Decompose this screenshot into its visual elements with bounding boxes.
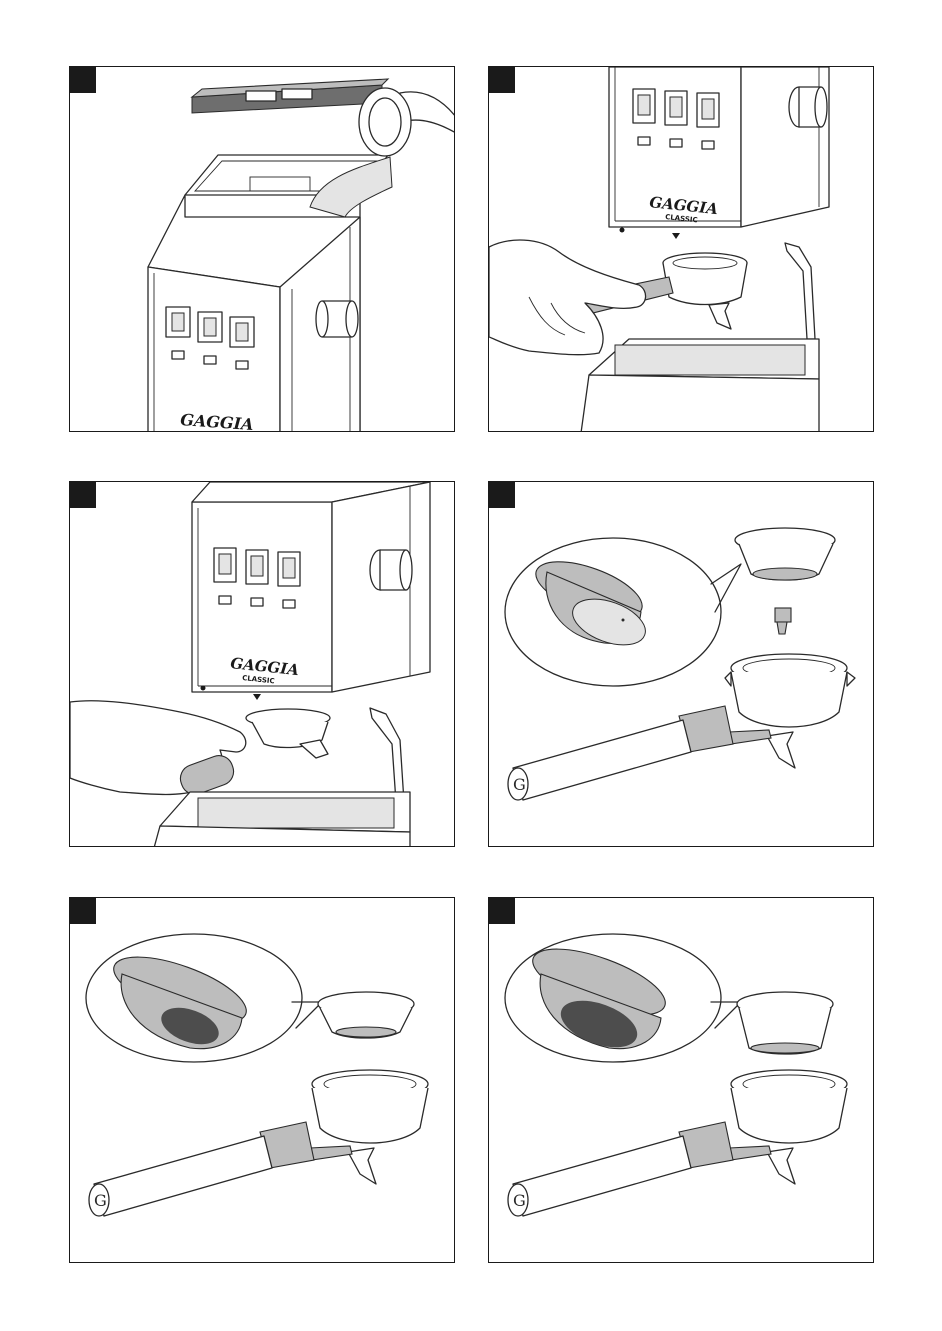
single-cup-filter-basket — [318, 992, 414, 1038]
step-number-badge — [70, 67, 96, 93]
portafilter — [729, 1070, 847, 1184]
pod-filter-assembly-illustration: G — [489, 482, 874, 847]
step-number-badge — [489, 67, 515, 93]
step-panel-6: G — [488, 897, 874, 1263]
double-cup-filter-illustration: G — [489, 898, 874, 1263]
alignment-arrow-icon — [672, 233, 680, 239]
alignment-dot — [620, 228, 625, 233]
step-number-badge — [489, 482, 515, 508]
step-panel-3: GAGGIA CLASSIC — [69, 481, 455, 847]
step-number-badge — [70, 898, 96, 924]
zoom-detail-bubble — [505, 538, 741, 686]
drip-tray — [581, 339, 819, 432]
water-tank-lid — [192, 79, 388, 113]
portafilter-handle-in-background — [359, 88, 455, 156]
svg-text:G: G — [94, 1191, 107, 1210]
hand — [489, 240, 646, 355]
drip-tray — [154, 792, 410, 847]
step-panel-5: G — [69, 897, 455, 1263]
single-cup-filter-illustration: G — [70, 898, 455, 1263]
alignment-dot — [201, 686, 206, 691]
zoom-detail-bubble — [86, 934, 322, 1062]
pod-filter-basket — [735, 528, 835, 580]
steam-knob — [789, 87, 827, 127]
steam-wand — [785, 243, 815, 339]
zoom-detail-bubble — [505, 934, 741, 1062]
portafilter — [310, 1070, 428, 1184]
portafilter — [725, 654, 855, 768]
step-number-badge — [70, 482, 96, 508]
lock-portafilter-illustration: GAGGIA CLASSIC — [70, 482, 455, 847]
step-number-badge — [489, 898, 515, 924]
portafilter-handle: G — [508, 706, 733, 800]
double-cup-filter-basket — [737, 992, 833, 1054]
insert-portafilter-illustration: GAGGIA CLASSIC — [489, 67, 874, 432]
step-panel-1: GAGGIA — [69, 66, 455, 432]
step-panel-2: GAGGIA CLASSIC — [488, 66, 874, 432]
filter-pin — [775, 608, 791, 634]
steam-knob — [370, 550, 412, 590]
step-panel-4: G — [488, 481, 874, 847]
steam-wand — [370, 708, 404, 802]
steam-knob — [316, 301, 358, 337]
svg-text:G: G — [513, 775, 526, 794]
alignment-arrow-icon — [253, 694, 261, 700]
fill-water-tank-illustration: GAGGIA — [70, 67, 455, 432]
portafilter-handle: G — [508, 1122, 733, 1216]
portafilter-handle: G — [89, 1122, 314, 1216]
portafilter — [246, 709, 330, 758]
svg-text:G: G — [513, 1191, 526, 1210]
